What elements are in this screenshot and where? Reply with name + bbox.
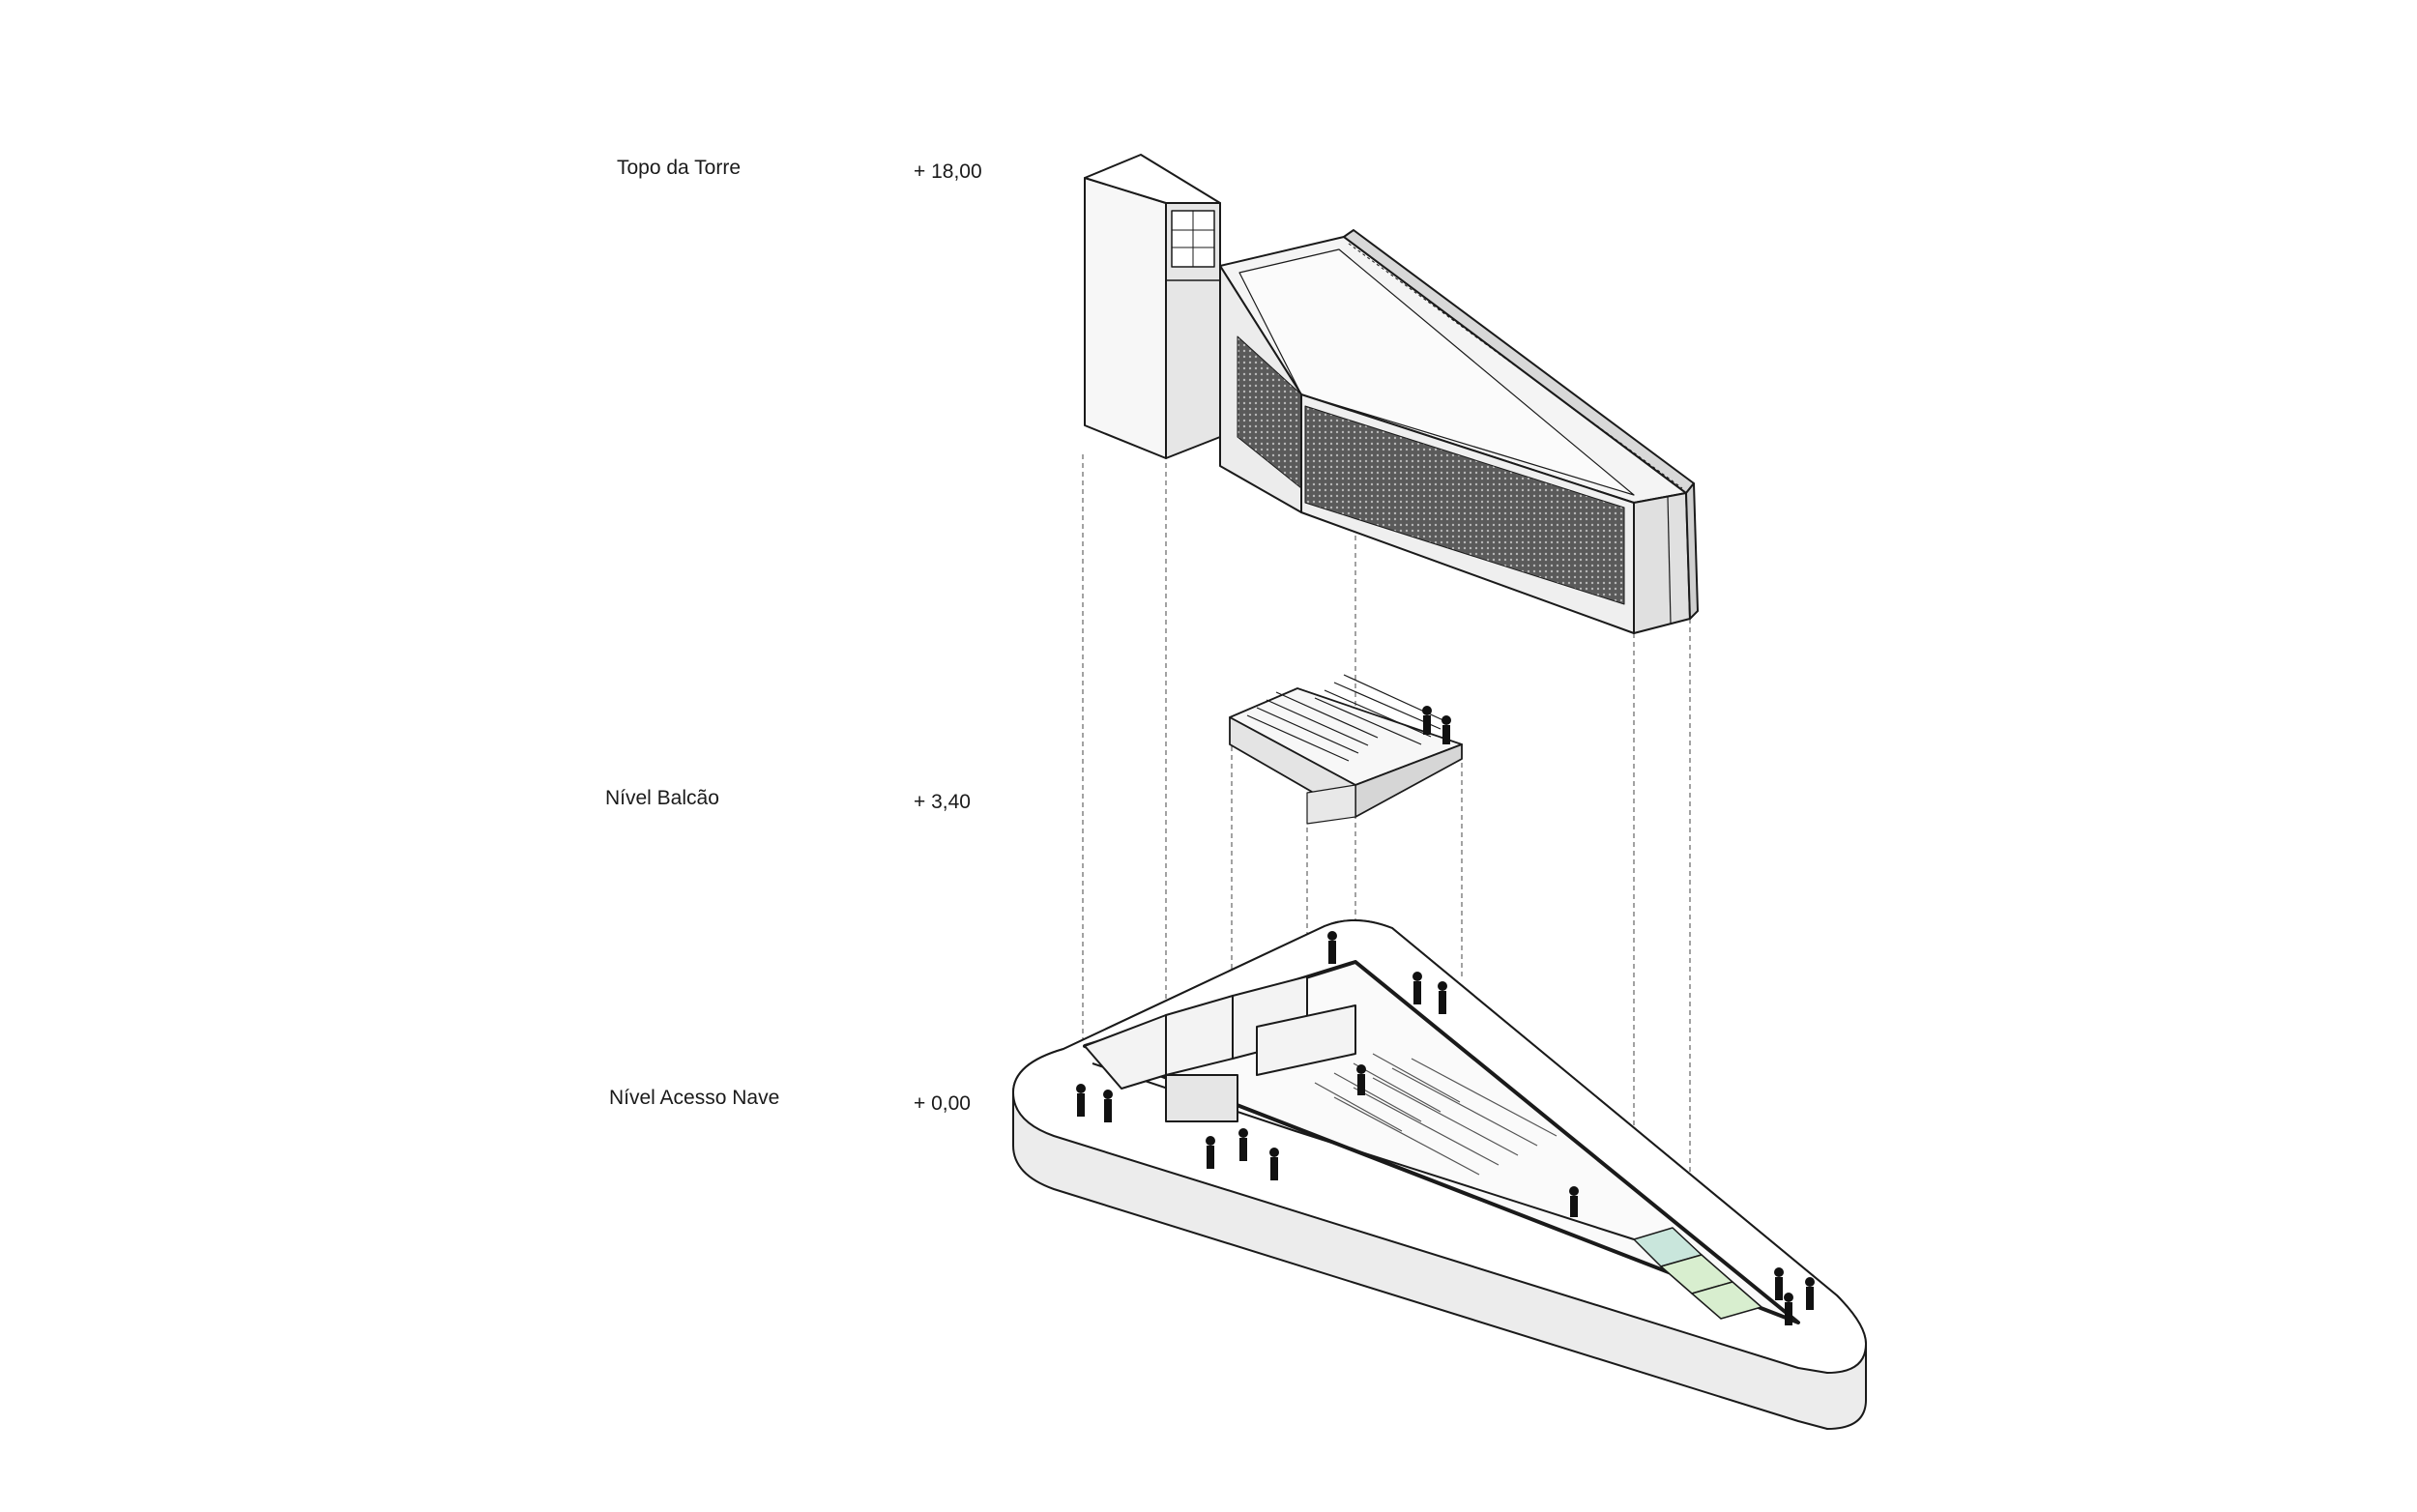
roof-inner <box>1238 248 1635 496</box>
level-name-top: Topo da Torre <box>617 157 742 179</box>
level-elevation-balcony: + 3,40 <box>914 791 971 813</box>
nave-wall-end <box>1633 492 1691 634</box>
level-name-balcony: Nível Balcão <box>605 787 719 809</box>
balcony-stair <box>1306 784 1356 825</box>
nave-pews <box>1314 1053 1558 1176</box>
ground-level <box>1012 918 1867 1430</box>
tower-top <box>1084 154 1221 204</box>
people-figures <box>1076 931 1815 1325</box>
person-icon <box>1422 706 1451 744</box>
balcony <box>1229 674 1463 825</box>
balcony-seats <box>1246 674 1446 762</box>
tower-front <box>1084 177 1167 459</box>
level-name-ground: Nível Acesso Nave <box>609 1087 780 1109</box>
tower-and-roof <box>1084 154 1699 634</box>
perforated-panel-main <box>1304 405 1625 605</box>
level-elevation-top: + 18,00 <box>914 160 982 183</box>
entrance-rooms <box>1084 975 1356 1122</box>
glass-panels <box>1633 1227 1762 1320</box>
level-elevation-ground: + 0,00 <box>914 1092 971 1115</box>
